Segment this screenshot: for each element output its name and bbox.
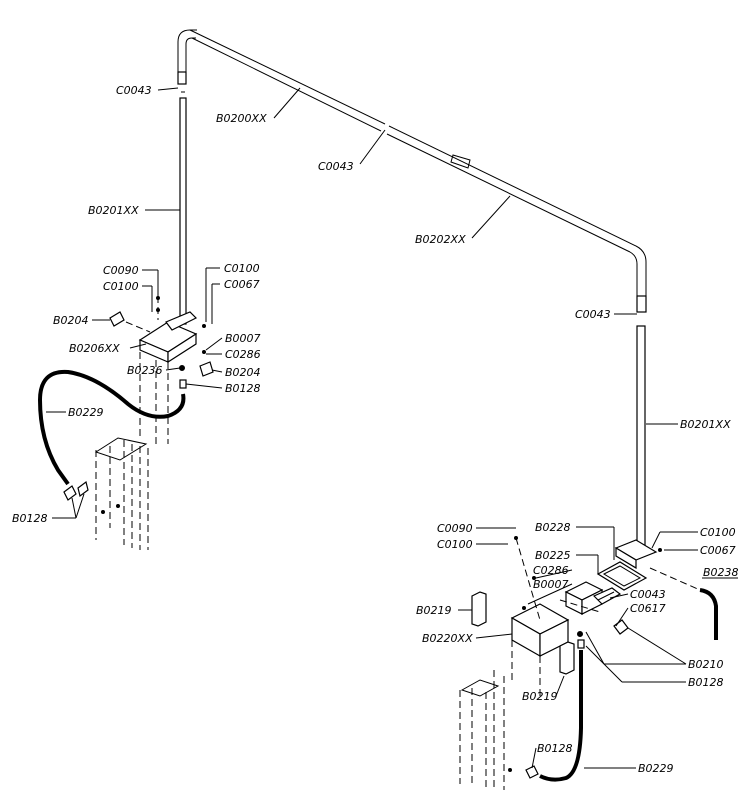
label-b0204-right: B0204	[225, 366, 261, 379]
right-clamp-b0204	[199, 361, 214, 377]
label-b0219-bottom: B0219	[522, 690, 558, 703]
part-labels: C0043 B0200XX C0043 B0201XX B0202XX C009…	[12, 84, 739, 775]
label-c0100-right-a: C0100	[437, 538, 473, 551]
label-c0067-left: C0067	[224, 278, 260, 291]
top-left-bend-tube	[177, 29, 386, 132]
label-b0128-upper: B0128	[225, 382, 261, 395]
label-b0220xx: B0220XX	[422, 632, 473, 645]
left-hardware-ticks	[125, 296, 206, 354]
label-b0206xx: B0206XX	[69, 342, 120, 355]
label-b0238: B0238	[703, 566, 739, 579]
label-c0617: C0617	[630, 602, 666, 615]
label-c0043-lower: C0043	[630, 588, 666, 601]
label-c0100-left-a: C0100	[103, 280, 139, 293]
fittings-b0210	[613, 619, 629, 635]
left-support-columns	[94, 352, 169, 550]
right-hose-b0229	[539, 650, 583, 782]
right-hardware-ticks	[514, 536, 701, 621]
left-hose-b0229	[37, 369, 186, 486]
label-b0007-right: B0007	[533, 578, 569, 591]
box-b0220xx	[510, 603, 570, 658]
block-b0225	[564, 581, 622, 615]
label-c0043-right: C0043	[575, 308, 611, 321]
label-b0219-left: B0219	[416, 604, 452, 617]
label-c0043-mid: C0043	[318, 160, 354, 173]
left-clamp-b0204	[109, 311, 125, 327]
label-b0204-left: B0204	[53, 314, 89, 327]
label-b0202xx: B0202XX	[415, 233, 466, 246]
fitting-dot	[577, 631, 583, 637]
b0128-fitting-right	[577, 639, 585, 649]
label-b0128-left: B0128	[12, 512, 48, 525]
label-c0090-left: C0090	[103, 264, 139, 277]
gasket-b0225	[596, 561, 648, 591]
label-b0236: B0236	[127, 364, 163, 377]
leader-lines	[46, 87, 738, 769]
left-vertical-tube	[179, 91, 187, 325]
label-b0229-left: B0229	[68, 406, 104, 419]
label-c0043-top: C0043	[116, 84, 152, 97]
left-b0128-fittings	[63, 480, 120, 514]
label-b0201xx-right: B0201XX	[680, 418, 731, 431]
hose-b0238	[699, 588, 718, 640]
left-bracket-b0206xx	[138, 311, 198, 364]
label-b0128-right: B0128	[688, 676, 724, 689]
right-b0128-fitting-bottom	[508, 765, 539, 779]
panel-b0219-left	[471, 591, 487, 627]
label-b0210: B0210	[688, 658, 724, 671]
label-c0286-right: C0286	[533, 564, 569, 577]
label-c0100-right-b: C0100	[700, 526, 736, 539]
label-b0007-left: B0007	[225, 332, 261, 345]
right-bracket-b0228	[614, 539, 658, 570]
label-b0128-bottom: B0128	[537, 742, 573, 755]
label-c0100-left-b: C0100	[224, 262, 260, 275]
b0236-dot	[179, 365, 185, 371]
panel-b0219-bottom	[559, 641, 575, 675]
label-c0286-left: C0286	[225, 348, 261, 361]
b0128-fitting-upper	[179, 379, 187, 389]
label-b0225: B0225	[535, 549, 571, 562]
right-vertical-tube	[636, 325, 646, 549]
label-b0228: B0228	[535, 521, 571, 534]
label-b0201xx-left: B0201XX	[88, 204, 139, 217]
label-b0200xx: B0200XX	[216, 112, 267, 125]
label-b0229-right: B0229	[638, 762, 674, 775]
long-diagonal-tube	[386, 125, 647, 313]
label-c0090-right: C0090	[437, 522, 473, 535]
right-support-columns	[459, 640, 541, 790]
label-c0067-right: C0067	[700, 544, 736, 557]
